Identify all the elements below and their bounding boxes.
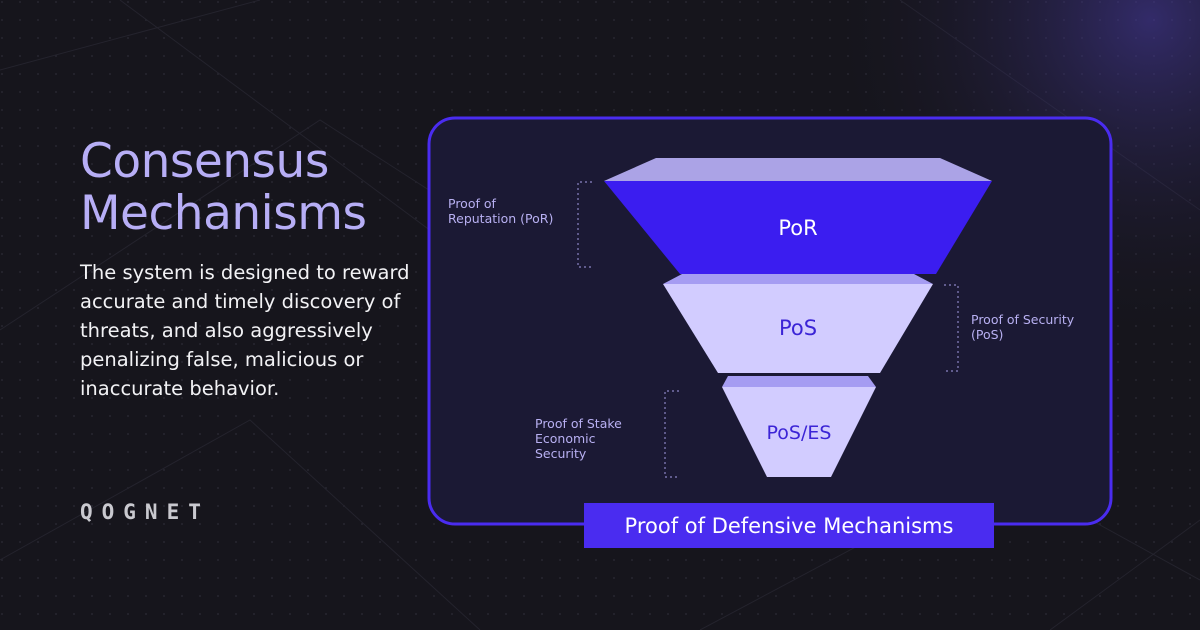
bracket-pos xyxy=(944,284,959,372)
bracket-por xyxy=(577,181,592,268)
page-title: Consensus Mechanisms xyxy=(80,136,410,240)
brand-logo: QOGNET xyxy=(80,500,210,524)
tier-poses: PoS/ES xyxy=(722,376,876,477)
tier-por-label: PoR xyxy=(778,216,817,240)
label-poses-line-2: Economic xyxy=(535,431,596,446)
label-poses-line-1: Proof of Stake xyxy=(535,416,622,431)
label-proof-of-reputation: Proof of Reputation (PoR) xyxy=(448,196,578,226)
label-pos-line-1: Proof of Security xyxy=(971,312,1075,327)
description-text: The system is designed to reward accurat… xyxy=(80,261,410,400)
label-poses-line-3: Security xyxy=(535,446,587,461)
label-por-line-1: Proof of xyxy=(448,196,496,211)
label-por-line-2: Reputation (PoR) xyxy=(448,211,554,226)
tier-poses-label: PoS/ES xyxy=(767,422,832,444)
tier-pos: PoS xyxy=(663,274,933,373)
tier-pos-label: PoS xyxy=(779,316,817,340)
label-proof-of-security: Proof of Security (PoS) xyxy=(971,312,1101,342)
bracket-poses xyxy=(664,390,679,478)
tier-por: PoR xyxy=(604,158,992,274)
title-line-1: Consensus xyxy=(80,134,329,189)
title-line-2: Mechanisms xyxy=(80,186,367,241)
diagram-caption-banner: Proof of Defensive Mechanisms xyxy=(584,503,994,548)
label-pos-line-2: (PoS) xyxy=(971,327,1004,342)
label-proof-of-stake: Proof of Stake Economic Security xyxy=(535,416,655,461)
